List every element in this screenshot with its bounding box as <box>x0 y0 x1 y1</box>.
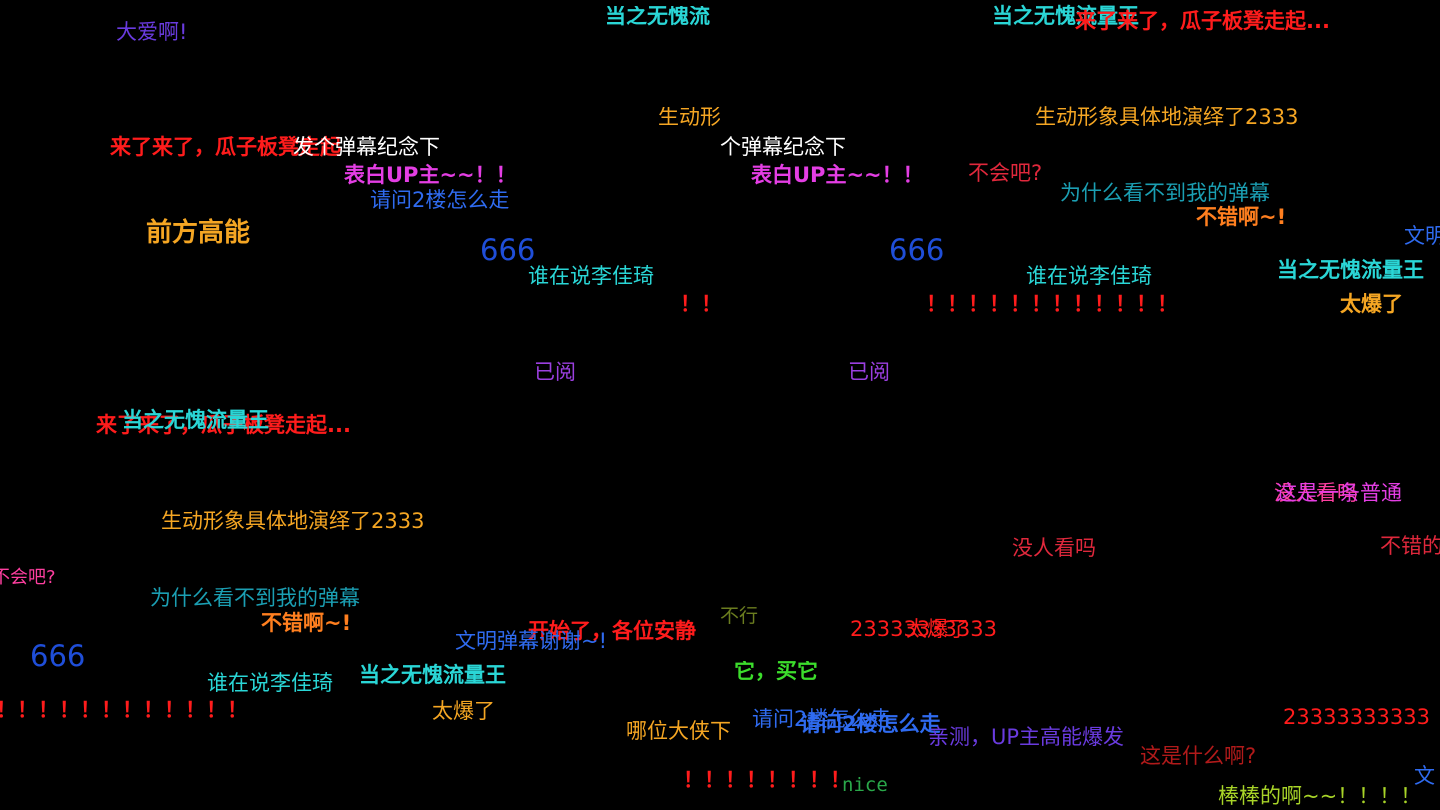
danmaku-item: 这是什么啊? <box>1140 744 1257 768</box>
danmaku-item: 来了来了，瓜子板凳走起... <box>96 413 351 437</box>
danmaku-item: 大爱啊! <box>116 20 188 44</box>
danmaku-item: 生动形象具体地演绎了2333 <box>161 509 425 533</box>
danmaku-item: 棒棒的啊~~！！！！ <box>1218 784 1422 808</box>
danmaku-item: 生动形象具体地演绎了2333 <box>1035 105 1299 129</box>
danmaku-item: 当之无愧流量王 <box>359 663 506 687</box>
danmaku-item: 开始了，各位安静 <box>528 619 696 643</box>
danmaku-item: nice <box>842 774 888 796</box>
danmaku-item: 为什么看不到我的弹幕 <box>1060 181 1270 205</box>
danmaku-item: 不会吧? <box>968 161 1043 185</box>
danmaku-item: 谁在说李佳琦 <box>528 264 654 288</box>
danmaku-item: 个弹幕纪念下 <box>720 135 846 159</box>
danmaku-item: 发个弹幕纪念下 <box>293 135 440 159</box>
danmaku-item: 谁在说李佳琦 <box>207 671 333 695</box>
danmaku-item: 前方高能 <box>146 218 251 248</box>
danmaku-item: 太爆了 <box>432 699 495 723</box>
danmaku-item: 当之无愧流量王 <box>1277 258 1424 282</box>
danmaku-item: 来了来了，瓜子板凳走起 <box>110 135 341 159</box>
danmaku-item: 文明弹幕谢谢~! <box>455 629 608 653</box>
danmaku-item: 为什么看不到我的弹幕 <box>150 586 360 610</box>
danmaku-item: 没人看吗 <box>1274 481 1358 505</box>
danmaku-item: 当之无愧流 <box>605 6 710 27</box>
danmaku-item: 不行 <box>720 605 759 627</box>
danmaku-item: 23333333333 <box>850 617 997 641</box>
danmaku-item: 当之无愧流量王 <box>992 4 1139 28</box>
danmaku-item: ！！！！！！！！！！！！ <box>926 292 1178 316</box>
danmaku-item: 666 <box>480 233 536 267</box>
danmaku-item: 文 <box>1414 764 1435 788</box>
danmaku-item: 已阅 <box>848 360 890 384</box>
danmaku-item: 请问2楼怎么走 <box>800 712 941 736</box>
danmaku-item: 太爆了 <box>906 617 969 641</box>
danmaku-item: 请问2楼怎么走 <box>370 188 510 212</box>
danmaku-item: ！！ <box>680 292 722 316</box>
danmaku-item: 它，买它 <box>734 661 818 682</box>
danmaku-item: 666 <box>30 639 86 673</box>
danmaku-item: 请问2楼怎么走 <box>752 707 892 731</box>
danmaku-item: 不错啊~! <box>261 611 352 635</box>
danmaku-item: 不错的 <box>1380 534 1440 558</box>
danmaku-item: 亲测，UP主高能爆发 <box>928 725 1125 749</box>
danmaku-item: 太爆了 <box>1340 292 1403 316</box>
danmaku-item: ！！！！！！！！ <box>683 768 851 792</box>
danmaku-item: 当之无愧流量王 <box>122 408 269 432</box>
danmaku-item: 已阅 <box>534 360 576 384</box>
danmaku-item: 谁在说李佳琦 <box>1026 264 1152 288</box>
danmaku-item: 表白UP主~~！！ <box>751 163 924 187</box>
danmaku-item: 666 <box>889 233 945 267</box>
danmaku-item: 生动形 <box>658 107 720 128</box>
danmaku-item: ！！！！！！！！！！！！ <box>0 698 248 722</box>
danmaku-item: 没人看吗 <box>1012 536 1096 560</box>
danmaku-item: 表白UP主~~！！ <box>344 163 517 187</box>
danmaku-item: 这是一条普通 <box>1276 481 1402 505</box>
danmaku-item: 来了来了，瓜子板凳走起... <box>1075 9 1330 33</box>
danmaku-item: 文明 <box>1404 224 1440 248</box>
danmaku-item: 哪位大侠下 <box>626 719 731 743</box>
danmaku-item: 23333333333 <box>1283 705 1430 729</box>
danmaku-item: 不会吧? <box>0 567 56 588</box>
danmaku-item: 不错啊~! <box>1196 205 1287 229</box>
